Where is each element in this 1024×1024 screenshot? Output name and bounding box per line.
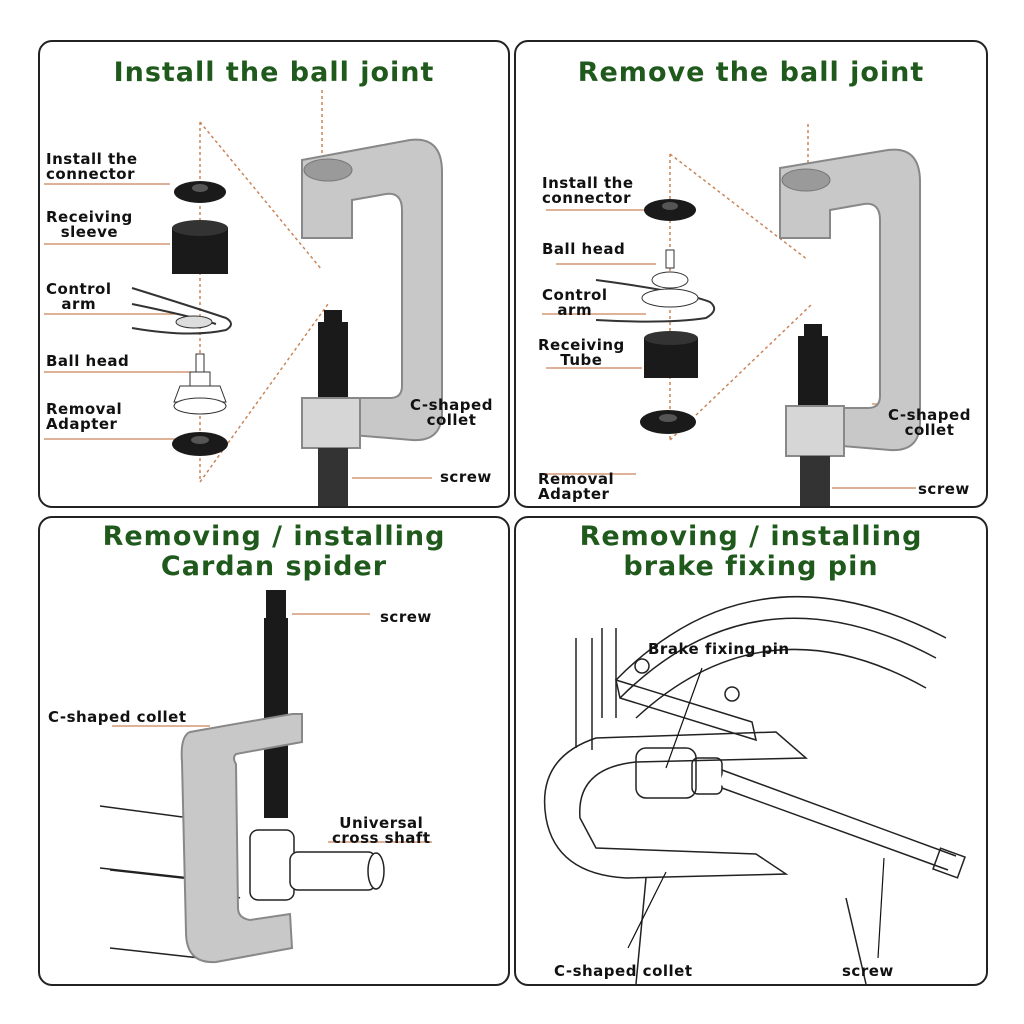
panel-title: Remove the ball joint	[577, 57, 925, 88]
label-c-shaped-collet: C-shaped collet	[554, 962, 693, 980]
label-control-arm: Control arm	[46, 280, 112, 313]
panel-install-ball-joint: Install the ball joint	[38, 40, 510, 508]
label-c-shaped-collet: C-shaped collet	[410, 396, 493, 429]
cardan-spider-illustration	[99, 590, 432, 964]
label-control-arm: Control arm	[542, 286, 608, 319]
label-screw: screw	[380, 608, 432, 626]
label-screw: screw	[842, 962, 894, 980]
panel-title: Install the ball joint	[113, 57, 435, 88]
label-screw: screw	[440, 468, 492, 486]
panel-title: Removing / installing brake fixing pin	[579, 521, 923, 582]
label-screw: screw	[918, 480, 970, 498]
label-removal-adapter: Removal Adapter	[46, 400, 123, 433]
label-install-connector: Install the connector	[46, 150, 138, 183]
panel-cardan-spider: Removing / installing Cardan spider scre…	[38, 516, 510, 986]
panel-title: Removing / installing Cardan spider	[102, 521, 446, 582]
label-ball-head: Ball head	[542, 240, 626, 258]
remove-ball-joint-illustration	[542, 124, 921, 506]
install-ball-joint-illustration	[44, 90, 443, 506]
brake-fixing-pin-illustration	[543, 595, 966, 984]
label-ball-head: Ball head	[46, 352, 130, 370]
label-c-shaped-collet: C-shaped collet	[888, 406, 971, 439]
label-receiving-sleeve: Receiving sleeve	[46, 208, 133, 241]
label-install-connector: Install the connector	[542, 174, 634, 207]
label-universal-cross-shaft: Universal cross shaft	[332, 814, 431, 847]
label-removal-adapter: Removal Adapter	[538, 470, 615, 503]
panel-brake-fixing-pin: Removing / installing brake fixing pin	[514, 516, 988, 986]
panel-remove-ball-joint: Remove the ball joint	[514, 40, 988, 508]
label-c-shaped-collet: C-shaped collet	[48, 708, 187, 726]
label-receiving-tube: Receiving Tube	[538, 336, 625, 369]
label-brake-fixing-pin: Brake fixing pin	[648, 640, 790, 658]
